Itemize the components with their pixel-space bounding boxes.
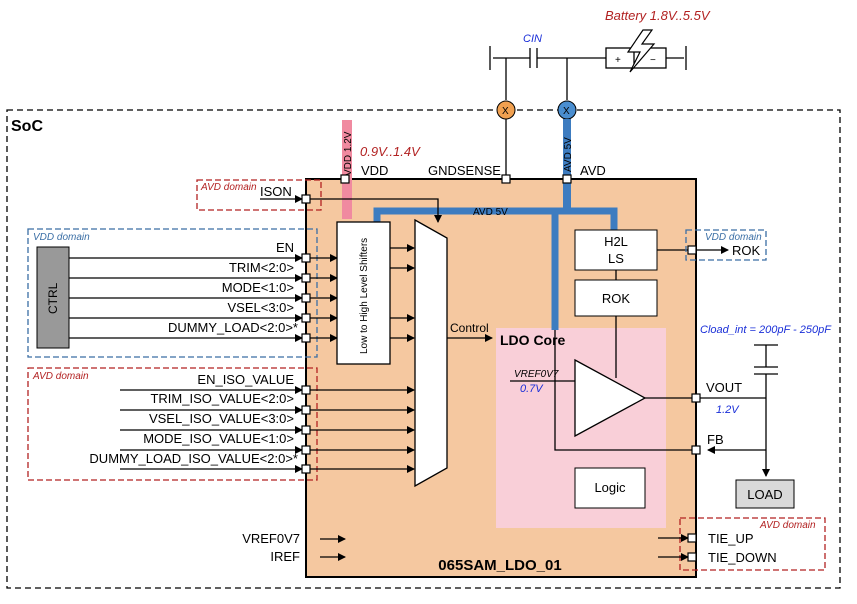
gndsense-pin — [501, 174, 511, 184]
domain-vdd-ctrl — [27, 228, 318, 358]
svg-text:X: X — [502, 106, 509, 117]
input-en-iso: EN_ISO_VALUE — [197, 372, 294, 387]
vout-label: VOUT — [706, 380, 742, 395]
avd-bus-label: AVD 5V — [473, 207, 508, 218]
vref-label: VREF0V7 — [514, 369, 559, 380]
ison-pin — [301, 194, 311, 204]
gndsense-pin-label: GNDSENSE — [428, 163, 501, 178]
domain-avd-tie-label: AVD domain — [759, 520, 816, 531]
control-label: Control — [450, 321, 489, 335]
avd-rail-vertical — [563, 119, 571, 211]
fb-label: FB — [707, 432, 724, 447]
vref-value: 0.7V — [520, 383, 544, 395]
vout-value: 1.2V — [716, 404, 740, 416]
domain-vdd-rok — [685, 229, 767, 261]
domain-avd-tie — [679, 517, 826, 571]
input-dummy-load: DUMMY_LOAD<2:0>* — [168, 320, 298, 335]
logic-block — [574, 467, 646, 509]
vdd-pin-label: VDD — [361, 163, 388, 178]
input-vsel: VSEL<3:0> — [228, 300, 295, 315]
avd-pin-label: AVD — [580, 163, 606, 178]
lightning-icon — [626, 29, 656, 73]
mux-shape — [414, 218, 448, 488]
tie-down-label: TIE_DOWN — [708, 550, 777, 565]
cin-label: CIN — [523, 33, 542, 45]
logic-label: Logic — [594, 480, 626, 495]
h2l-label: H2L — [604, 234, 628, 249]
domain-avd-iso — [27, 367, 318, 481]
vdd-range: 0.9V..1.4V — [360, 144, 421, 159]
svg-text:−: − — [650, 55, 656, 66]
svg-text:+: + — [615, 55, 621, 66]
supply-circuit: + − — [489, 29, 687, 100]
input-trim-iso: TRIM_ISO_VALUE<2:0> — [150, 391, 294, 406]
avd-bus — [373, 207, 618, 230]
iref-input-label: IREF — [270, 549, 300, 564]
level-shifter-box — [336, 221, 391, 365]
input-trim: TRIM<2:0> — [229, 260, 294, 275]
ctrl-signals: EN TRIM<2:0> MODE<1:0> VSEL<3:0> DUMMY_L… — [69, 240, 338, 343]
soc-boundary — [6, 109, 841, 589]
domain-vdd-rok-label: VDD domain — [705, 232, 762, 243]
domain-avd-iso-label: AVD domain — [32, 371, 89, 382]
vdd-rail — [342, 120, 352, 219]
iso-signals: EN_ISO_VALUE TRIM_ISO_VALUE<2:0> VSEL_IS… — [89, 372, 415, 474]
fb-pin — [691, 445, 701, 455]
h2l-ls-block — [574, 229, 658, 271]
input-mode-iso: MODE_ISO_VALUE<1:0> — [143, 431, 294, 446]
domain-avd-top — [196, 179, 322, 211]
rok-output-label: ROK — [732, 243, 761, 258]
input-mode: MODE<1:0> — [222, 280, 294, 295]
ls-label: LS — [608, 251, 624, 266]
ctrl-label: CTRL — [46, 282, 60, 314]
load-label: LOAD — [747, 487, 782, 502]
avd-pin — [562, 174, 572, 184]
vdd-rail-label: VDD 1.2V — [343, 131, 354, 176]
ldo-core-label: LDO Core — [500, 332, 566, 348]
input-vsel-iso: VSEL_ISO_VALUE<3:0> — [149, 411, 294, 426]
level-shifter-label: Low to High Level Shifters — [359, 238, 370, 354]
opamp-symbol — [574, 358, 647, 438]
load-block — [735, 479, 795, 509]
vout-pin — [691, 393, 701, 403]
block-name: 065SAM_LDO_01 — [438, 557, 561, 574]
tie-up-pin — [687, 533, 697, 543]
rok-block — [574, 279, 658, 317]
vdd-pin — [340, 174, 350, 184]
soc-label: SoC — [11, 118, 43, 135]
cload-label: Cload_int = 200pF - 250pF — [700, 324, 832, 336]
tie-down-pin — [687, 552, 697, 562]
input-dummy-iso: DUMMY_LOAD_ISO_VALUE<2:0>* — [89, 451, 298, 466]
input-en: EN — [276, 240, 294, 255]
avd-rail-label: AVD 5V — [563, 137, 574, 172]
vref-input-label: VREF0V7 — [242, 531, 300, 546]
rok-block-label: ROK — [602, 291, 631, 306]
domain-avd-top-label: AVD domain — [200, 182, 257, 193]
svg-text:X: X — [563, 106, 570, 117]
tie-up-label: TIE_UP — [708, 531, 754, 546]
rok-pin — [687, 245, 697, 255]
domain-vdd-ctrl-label: VDD domain — [33, 232, 90, 243]
ison-label: ISON — [260, 184, 292, 199]
battery-label: Battery 1.8V..5.5V — [605, 8, 711, 23]
